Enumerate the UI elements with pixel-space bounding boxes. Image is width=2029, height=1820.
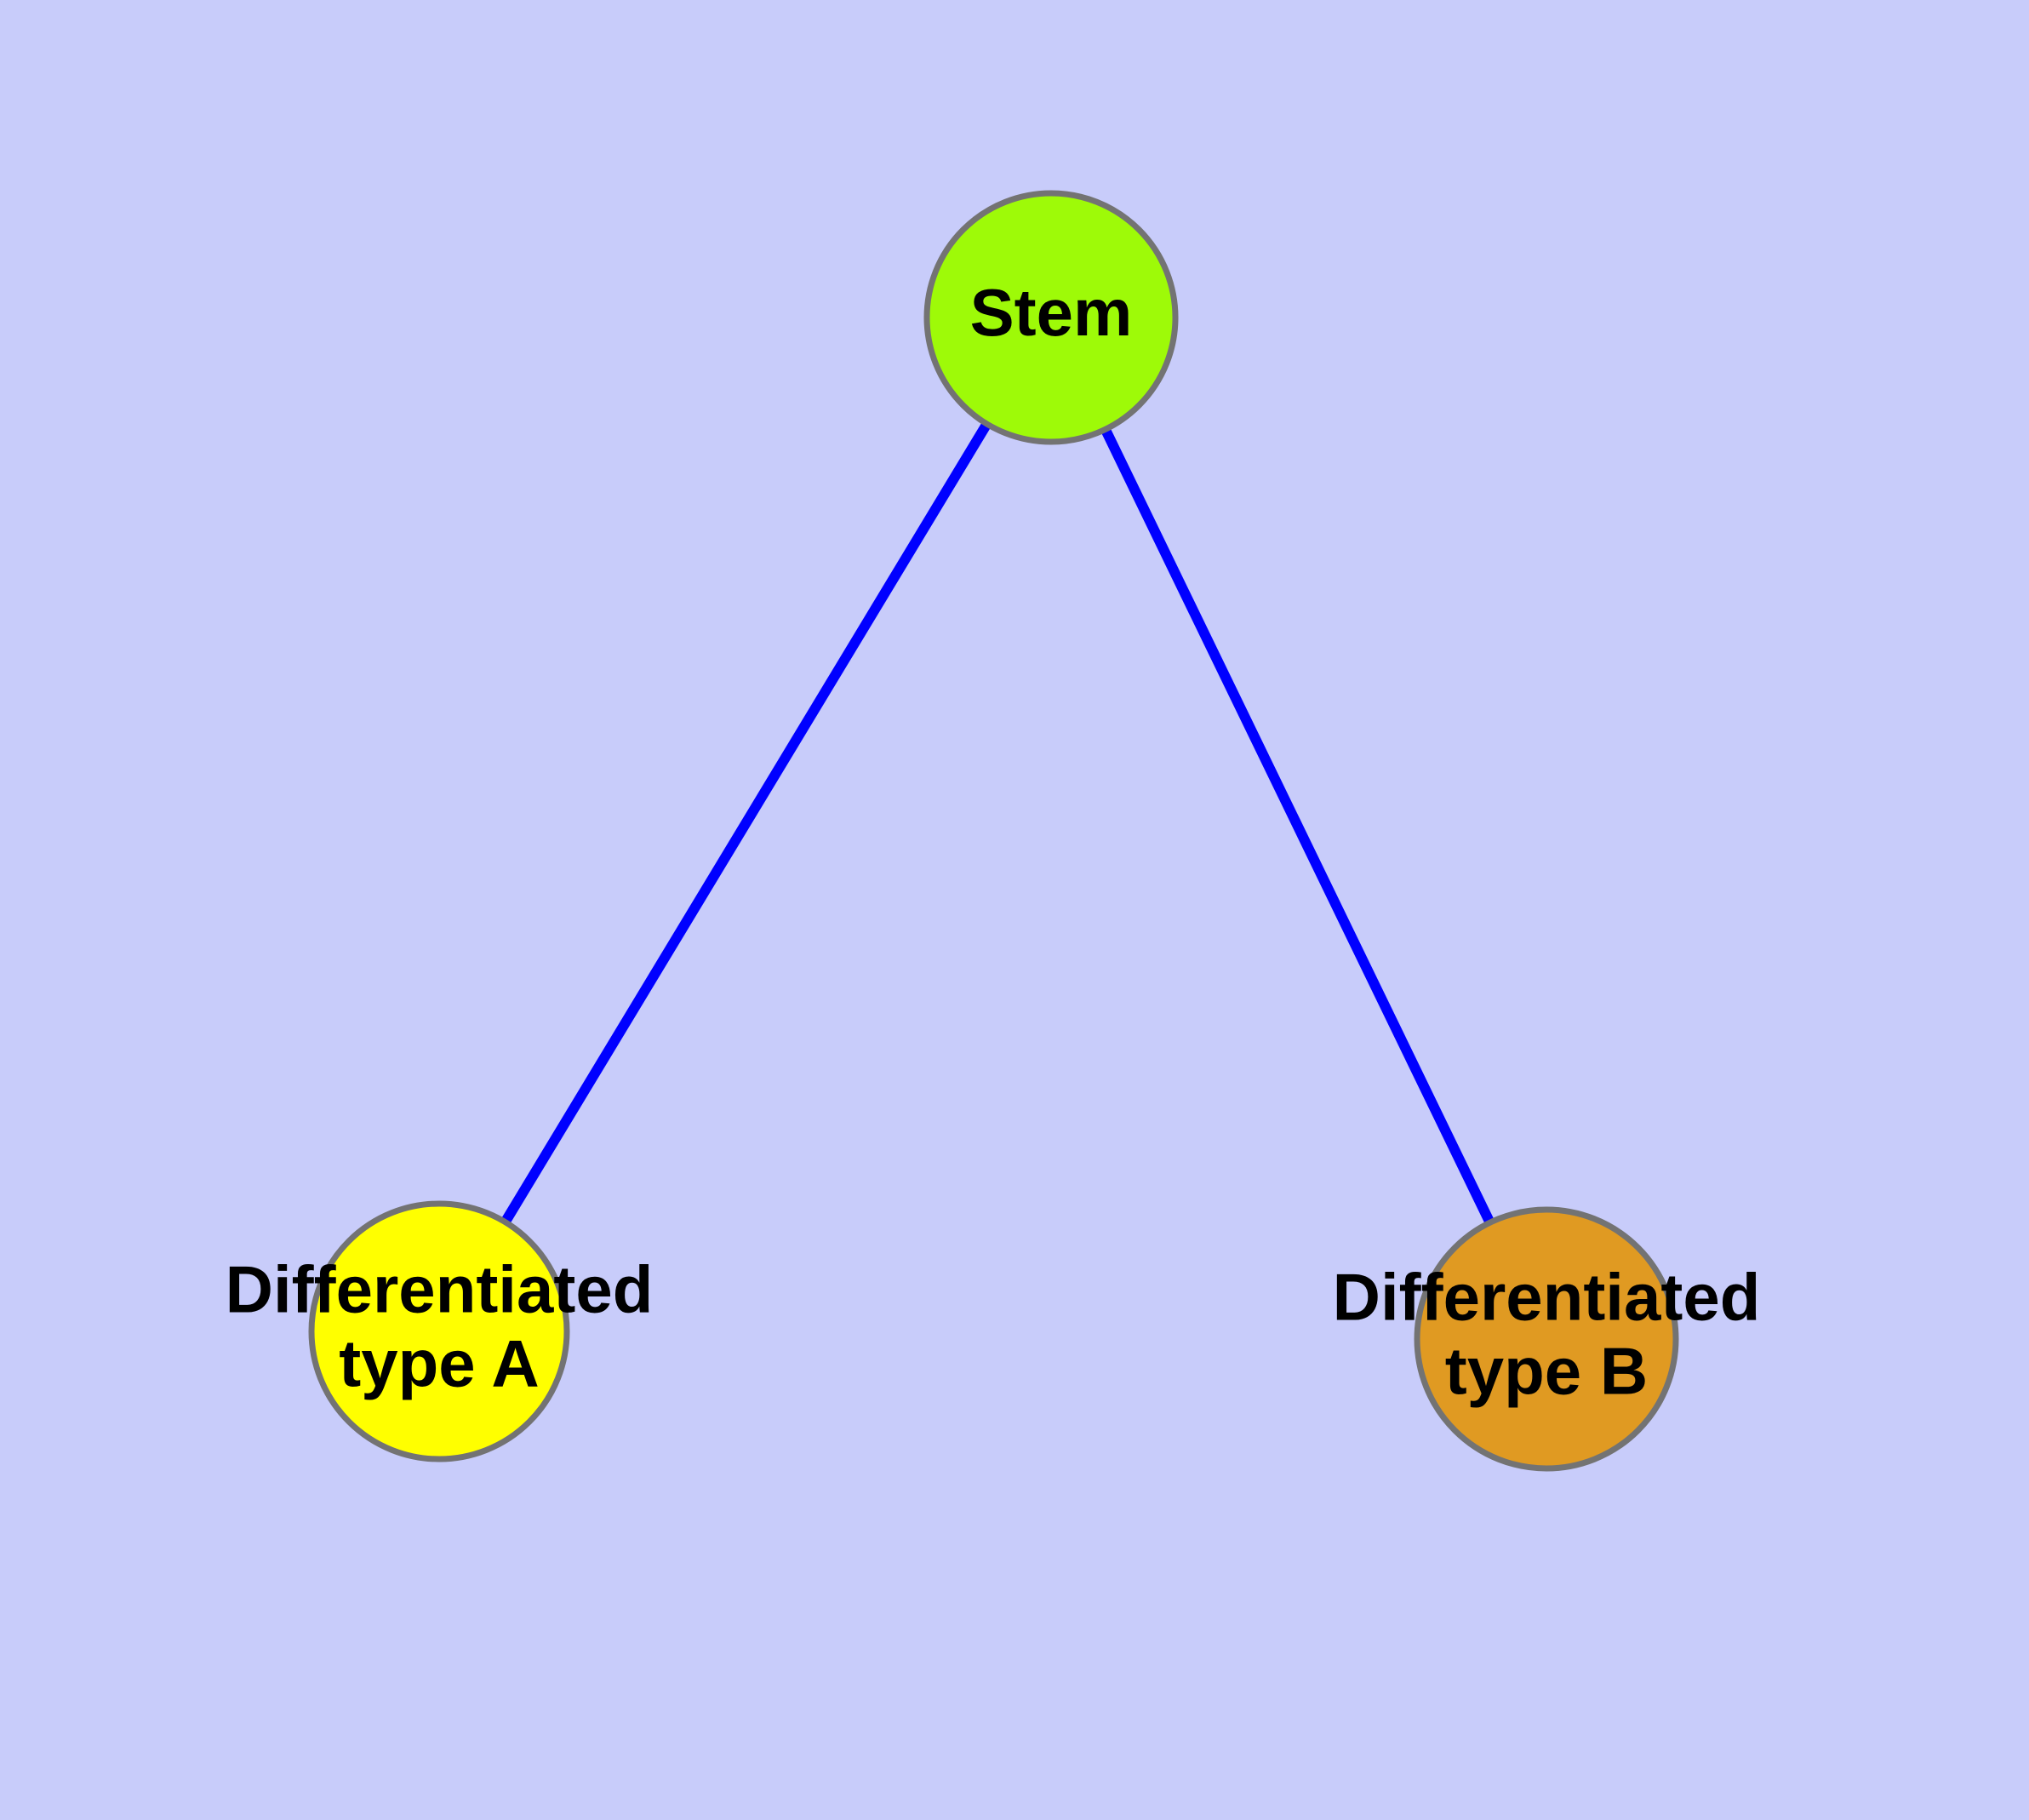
node-label-line: Differentiated [1333, 1259, 1761, 1334]
node-label-line: type A [339, 1325, 540, 1400]
graph-node-stem[interactable] [923, 190, 1179, 445]
node-label-line: Differentiated [226, 1251, 654, 1326]
graph-node-diff_b[interactable] [1414, 1206, 1679, 1472]
node-circle-stem[interactable] [923, 190, 1179, 445]
graph-edge-stem-to-b [1101, 429, 1494, 1223]
graph-node-diff_a[interactable] [308, 1200, 570, 1462]
node-label-stem: Stem [970, 275, 1133, 350]
node-label-line: Stem [970, 275, 1133, 350]
node-label-line: type B [1445, 1333, 1648, 1408]
node-circle-diff_a[interactable] [308, 1200, 570, 1462]
graph-edge-stem-to-a [501, 423, 991, 1223]
node-circle-diff_b[interactable] [1414, 1206, 1679, 1472]
edge-layer [501, 423, 1494, 1223]
